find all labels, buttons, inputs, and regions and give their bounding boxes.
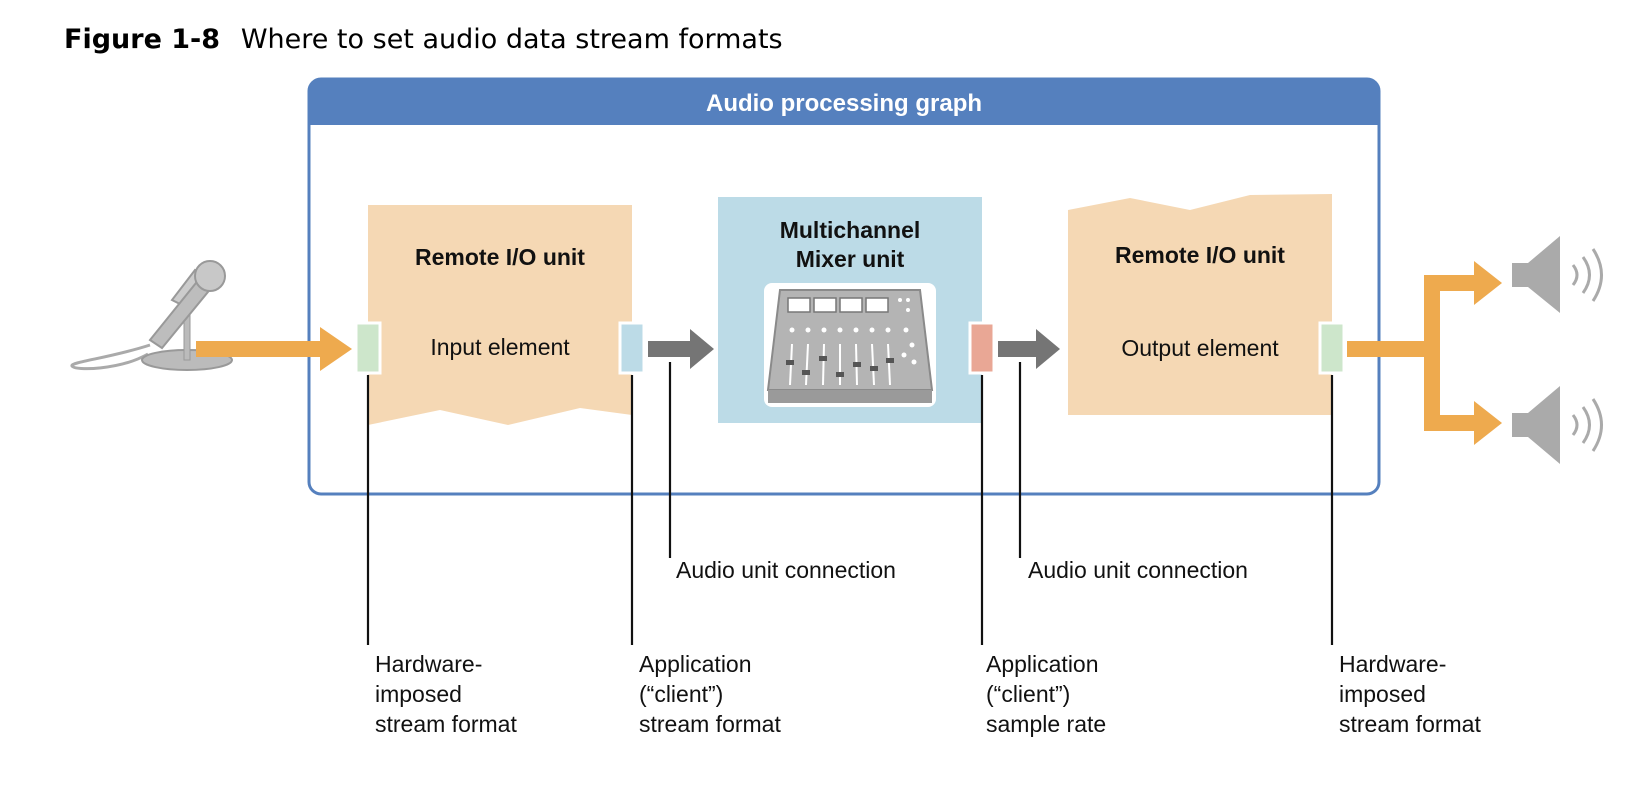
callout-line-1: Hardware- [1339, 651, 1446, 677]
connection-arrow-1 [648, 329, 714, 369]
mixer-sample-rate-port [968, 321, 996, 375]
output-hardware-port [1318, 321, 1346, 375]
output-remote-io-unit: Remote I/O unit Output element [1068, 194, 1332, 415]
callout-line-2: imposed [1339, 681, 1426, 707]
output-remote-io-title: Remote I/O unit [1115, 242, 1285, 268]
mixer-client-callout: Application (“client”) sample rate [986, 651, 1106, 737]
callout-line-1: Application [639, 651, 752, 677]
callout-lines [366, 362, 1334, 645]
connection-arrow-2 [998, 329, 1060, 369]
output-element-label: Output element [1121, 335, 1279, 361]
output-remote-io-shape [1068, 194, 1332, 415]
callout-line-3: stream format [639, 711, 781, 737]
input-flow-arrow-head [320, 327, 352, 371]
callout-line-1: Application [986, 651, 1099, 677]
callout-line-2: (“client”) [986, 681, 1070, 707]
callout-line-1: Hardware- [375, 651, 482, 677]
graph-header [309, 79, 1379, 125]
callout-line-3: stream format [375, 711, 517, 737]
mixer-unit: Multichannel Mixer unit [718, 197, 982, 423]
ports [354, 321, 1346, 375]
audio-unit-connection-arrows [648, 329, 1060, 369]
connection-2-label: Audio unit connection [1028, 557, 1248, 583]
connection-1-label: Audio unit connection [676, 557, 896, 583]
figure-title: Where to set audio data stream formats [241, 24, 783, 55]
input-client-port [618, 321, 646, 375]
output-flow-arrow-head-top [1474, 261, 1502, 305]
input-hw-callout: Hardware- imposed stream format [375, 651, 517, 737]
callout-line-2: imposed [375, 681, 462, 707]
input-element-label: Input element [430, 334, 570, 360]
output-hw-callout: Hardware- imposed stream format [1339, 651, 1481, 737]
audio-flow-arrows [196, 261, 1502, 445]
mixer-title-line1: Multichannel [780, 217, 921, 243]
figure-label: Figure 1-8 [64, 24, 220, 55]
speaker-icon [1512, 386, 1603, 464]
graph-title: Audio processing graph [706, 90, 982, 117]
input-client-callout: Application (“client”) stream format [639, 651, 781, 737]
input-remote-io-unit: Remote I/O unit Input element [368, 205, 632, 425]
mixer-title-line2: Mixer unit [796, 246, 905, 272]
input-remote-io-title: Remote I/O unit [415, 244, 585, 270]
svg-text:Figure 1-8 Where to set au: Figure 1-8 Where to set audio data strea… [64, 24, 783, 55]
mixing-console-icon [764, 283, 936, 407]
output-flow-arrow-branch [1347, 275, 1476, 431]
speaker-icon [1512, 236, 1603, 313]
callout-line-3: stream format [1339, 711, 1481, 737]
input-hardware-port [354, 321, 382, 375]
callout-line-3: sample rate [986, 711, 1106, 737]
output-flow-arrow-head-bottom [1474, 401, 1502, 445]
input-remote-io-shape [368, 205, 632, 425]
callout-line-2: (“client”) [639, 681, 723, 707]
input-flow-arrow-shaft [196, 341, 320, 357]
